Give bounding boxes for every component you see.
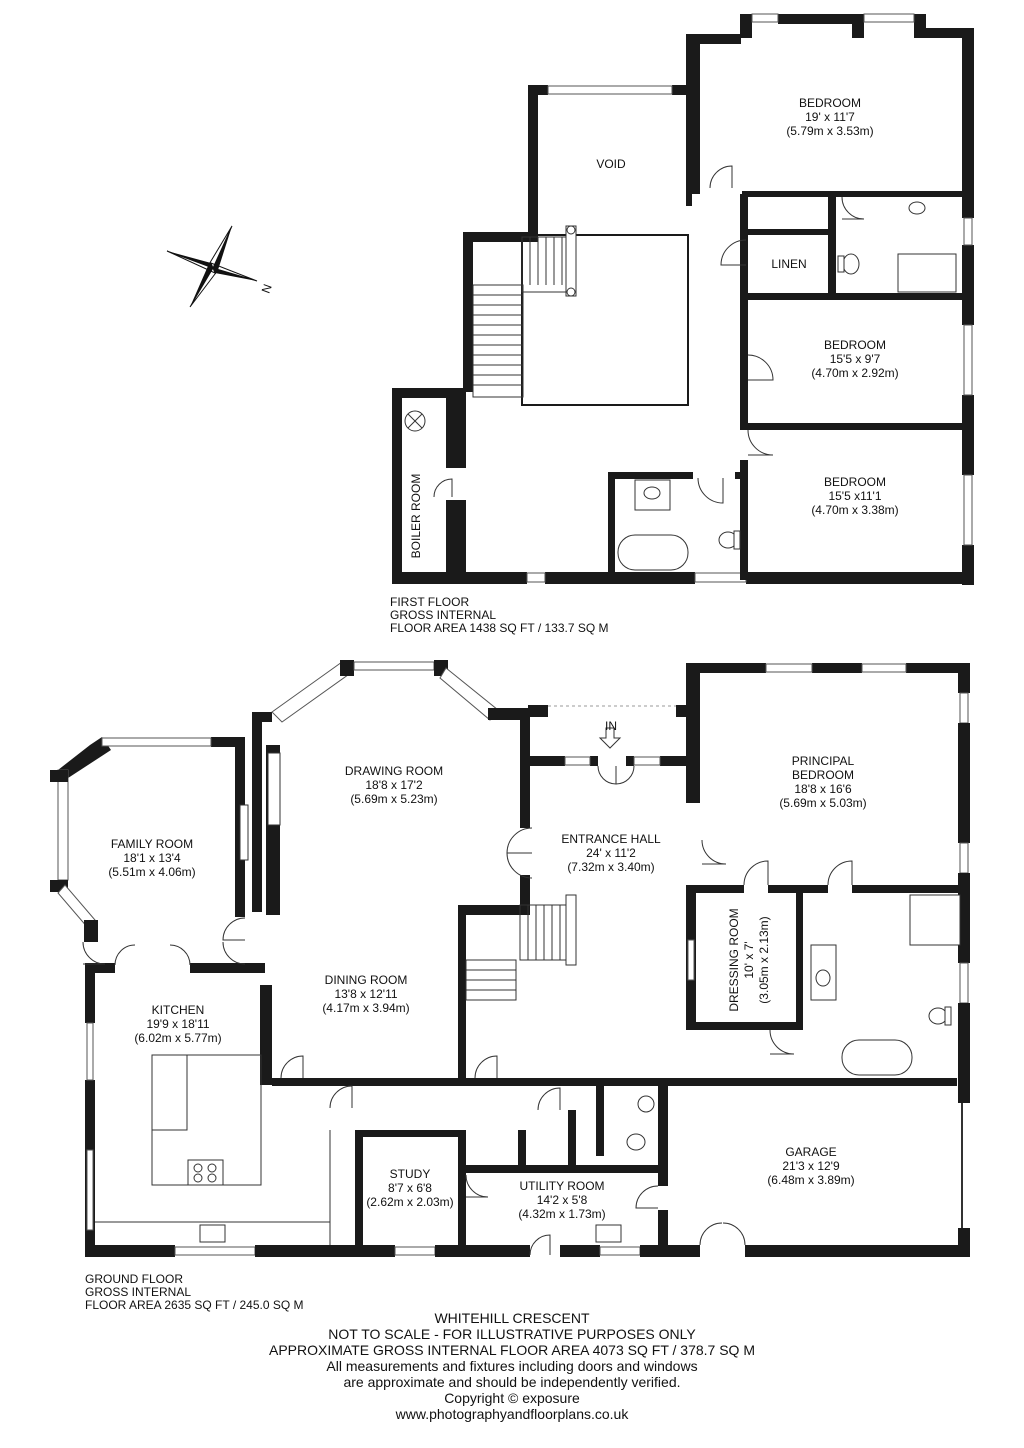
footer-total-area: APPROXIMATE GROSS INTERNAL FLOOR AREA 40…: [268, 1342, 755, 1358]
plan-footer: WHITEHILL CRESCENT NOT TO SCALE - FOR IL…: [0, 1310, 1024, 1422]
gf-family-name: FAMILY ROOM: [111, 837, 193, 851]
ground-floor-caption-line: FLOOR AREA 2635 SQ FT / 245.0 SQ M: [85, 1298, 304, 1312]
fl-bedroom2-dim-imperial: 15'5 x 9'7: [830, 352, 881, 366]
gf-principal-dim-metric: (5.69m x 5.03m): [779, 796, 866, 810]
compass-north-label: N: [259, 282, 275, 295]
gf-entrance-name: ENTRANCE HALL: [561, 832, 661, 846]
footer-website: www.photographyandfloorplans.co.uk: [395, 1406, 629, 1422]
gf-entrance-in-label: IN: [605, 719, 617, 733]
gf-utility-name: UTILITY ROOM: [519, 1179, 604, 1193]
hob-icon: [187, 1159, 224, 1186]
fl-boiler-name: BOILER ROOM: [409, 474, 423, 559]
gf-study-name: STUDY: [390, 1167, 431, 1181]
gf-principal-name-2: BEDROOM: [792, 768, 854, 782]
fl-bedroom2-dim-metric: (4.70m x 2.92m): [811, 366, 898, 380]
first-floor-caption-line: FIRST FLOOR: [390, 595, 470, 609]
gf-family-dim-imperial: 18'1 x 13'4: [123, 851, 181, 865]
gf-dressing-dim-imperial: 10' x 7': [742, 941, 756, 978]
gf-study-dim-imperial: 8'7 x 6'8: [388, 1181, 432, 1195]
first-floor-stairs: [472, 225, 577, 398]
gf-principal-dim-imperial: 18'8 x 16'6: [794, 782, 852, 796]
basin-icon: [815, 969, 831, 987]
fl-bedroom1-dim-imperial: 19' x 11'7: [805, 110, 855, 124]
gf-dressing-name: DRESSING ROOM: [727, 908, 741, 1011]
gf-study-dim-metric: (2.62m x 2.03m): [366, 1195, 453, 1209]
toilet-icon: [928, 1007, 948, 1025]
shower-tray-icon: [897, 253, 957, 293]
gf-kitchen-name: KITCHEN: [152, 1003, 205, 1017]
entrance-arrow-icon: [598, 727, 622, 749]
fl-bedroom3-dim-imperial: 15'5 x11'1: [828, 489, 881, 503]
gf-dressing-dim-metric: (3.05m x 2.13m): [757, 916, 771, 1003]
gf-entrance-dim-metric: (7.32m x 3.40m): [567, 860, 654, 874]
ground-floor-caption-line: GROSS INTERNAL: [85, 1285, 192, 1299]
first-floor-plan: BEDROOM 19' x 11'7 (5.79m x 3.53m) VOID …: [392, 13, 974, 585]
gf-kitchen-dim-metric: (6.02m x 5.77m): [134, 1031, 221, 1045]
ground-floor-caption: GROUND FLOOR GROSS INTERNAL FLOOR AREA 2…: [85, 1273, 304, 1312]
bath-icon: [841, 1039, 913, 1076]
gf-garage-name: GARAGE: [785, 1145, 836, 1159]
fl-bedroom3-name: BEDROOM: [824, 475, 886, 489]
gf-drawing-dim-metric: (5.69m x 5.23m): [350, 792, 437, 806]
gf-garage-dim-imperial: 21'3 x 12'9: [782, 1159, 840, 1173]
gf-drawing-dim-imperial: 18'8 x 17'2: [365, 778, 423, 792]
ground-floor-stairs: [465, 894, 577, 1001]
fl-void-name: VOID: [596, 157, 626, 171]
first-floor-caption: FIRST FLOOR GROSS INTERNAL FLOOR AREA 14…: [390, 596, 609, 635]
sink-icon: [595, 1224, 622, 1243]
gf-dining-name: DINING ROOM: [325, 973, 408, 987]
compass-rose-icon: [166, 225, 258, 308]
basin-icon: [637, 1095, 655, 1113]
fl-bedroom3-dim-metric: (4.70m x 3.38m): [811, 503, 898, 517]
sink-icon: [199, 1224, 226, 1243]
toilet-icon: [842, 253, 860, 275]
first-floor-caption-line: GROSS INTERNAL: [390, 608, 497, 622]
bath-icon: [617, 534, 689, 571]
first-floor-caption-line: FLOOR AREA 1438 SQ FT / 133.7 SQ M: [390, 621, 609, 635]
toilet-icon: [626, 1133, 646, 1151]
fl-bedroom1-dim-metric: (5.79m x 3.53m): [786, 124, 873, 138]
gf-utility-dim-imperial: 14'2 x 5'8: [537, 1193, 588, 1207]
floor-plan: N: [50, 13, 974, 1257]
footer-copyright: Copyright © exposure: [444, 1390, 580, 1406]
gf-dining-dim-metric: (4.17m x 3.94m): [322, 1001, 409, 1015]
gf-principal-name-1: PRINCIPAL: [792, 754, 855, 768]
footer-scale-note: NOT TO SCALE - FOR ILLUSTRATIVE PURPOSES…: [328, 1326, 696, 1342]
basin-icon: [908, 201, 926, 215]
fl-bedroom1-name: BEDROOM: [799, 96, 861, 110]
gf-dining-dim-imperial: 13'8 x 12'11: [334, 987, 397, 1001]
footer-address: WHITEHILL CRESCENT: [434, 1310, 590, 1326]
fl-bedroom2-name: BEDROOM: [824, 338, 886, 352]
gf-entrance-dim-imperial: 24' x 11'2: [586, 846, 636, 860]
ground-floor-plan: FAMILY ROOM 18'1 x 13'4 (5.51m x 4.06m) …: [50, 660, 970, 1257]
footer-disclaimer-1: All measurements and fixtures including …: [326, 1358, 698, 1374]
fl-linen-name: LINEN: [771, 257, 806, 271]
footer-disclaimer-2: are approximate and should be independen…: [343, 1374, 681, 1390]
gf-kitchen-dim-imperial: 19'9 x 18'11: [146, 1017, 209, 1031]
gf-family-dim-metric: (5.51m x 4.06m): [108, 865, 195, 879]
ground-floor-caption-line: GROUND FLOOR: [85, 1272, 184, 1286]
basin-icon: [643, 486, 661, 500]
gf-utility-dim-metric: (4.32m x 1.73m): [518, 1207, 605, 1221]
gf-drawing-name: DRAWING ROOM: [345, 764, 443, 778]
gf-garage-dim-metric: (6.48m x 3.89m): [767, 1173, 854, 1187]
